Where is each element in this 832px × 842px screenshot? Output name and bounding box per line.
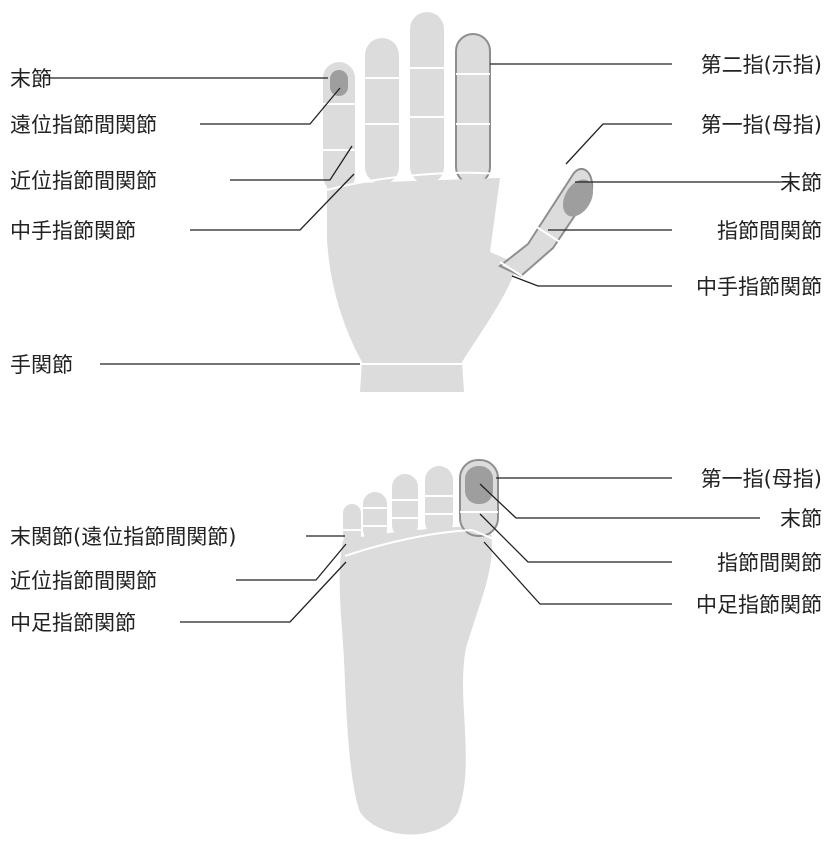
- label-foot-pip: 近位指節間関節: [10, 569, 157, 593]
- leader-line: [230, 145, 353, 181]
- hand-illustration: [323, 12, 594, 392]
- label-foot-first-toe: 第一指(母指): [701, 467, 822, 491]
- hand-thumb-nail: [562, 179, 594, 217]
- hand-leaders: [42, 63, 798, 365]
- hand-thumb-mcp-line: [499, 261, 523, 277]
- leader-line: [565, 123, 672, 165]
- leader-line: [479, 483, 760, 519]
- hand-mcp-line: [326, 171, 501, 191]
- leader-line: [190, 173, 355, 231]
- foot-toe-3: [392, 474, 418, 538]
- hand-ring-finger: [365, 38, 399, 184]
- hand-little-nail: [330, 70, 348, 96]
- leader-line: [483, 541, 672, 605]
- hand-little-finger: [323, 62, 355, 192]
- hand-middle-finger: [410, 12, 444, 184]
- label-foot-distal-phalanx: 末節: [780, 507, 822, 531]
- hand-index-finger: [455, 33, 491, 185]
- leader-line: [236, 543, 347, 581]
- label-hand-pip: 近位指節間関節: [10, 169, 157, 193]
- foot-sole: [339, 526, 492, 835]
- leader-line: [511, 275, 672, 287]
- label-hand-second-finger: 第二指(示指): [701, 53, 822, 77]
- hand-thumb-ip-line: [531, 223, 561, 243]
- label-foot-mtp-right: 中足指節関節: [696, 593, 822, 617]
- foot-toe-2: [425, 466, 453, 536]
- foot-mtp-line: [344, 528, 497, 557]
- label-hand-distal-phalanx: 末節: [10, 67, 52, 91]
- leader-line: [200, 87, 341, 125]
- hand-palm: [327, 178, 518, 392]
- foot-labels: 末関節(遠位指節間関節) 近位指節間関節 中足指節関節 第一指(母指) 末節 指…: [10, 467, 822, 635]
- foot-toe-4: [363, 492, 387, 542]
- foot-big-toe-nail: [465, 466, 493, 504]
- label-foot-ip: 指節間関節: [717, 551, 822, 575]
- label-foot-distal-joint: 末関節(遠位指節間関節): [10, 525, 236, 549]
- label-hand-first-finger: 第一指(母指): [701, 113, 822, 137]
- label-hand-thumb-mcp: 中手指節関節: [696, 275, 822, 299]
- label-hand-dip: 遠位指節間関節: [10, 113, 157, 137]
- label-hand-thumb-distal-phalanx: 末節: [780, 171, 822, 195]
- leader-line: [180, 561, 347, 623]
- hand-labels: 末節 遠位指節間関節 近位指節間関節 中手指節関節 手関節 第二指(示指) 第一…: [10, 53, 822, 377]
- foot-toe-5: [343, 504, 361, 544]
- label-hand-mcp: 中手指節関節: [10, 219, 136, 243]
- label-hand-ip: 指節間関節: [717, 219, 822, 243]
- foot-illustration: [339, 459, 499, 835]
- foot-leaders: [180, 477, 760, 623]
- label-foot-mtp: 中足指節関節: [10, 611, 136, 635]
- label-hand-wrist: 手関節: [10, 353, 73, 377]
- leader-line: [479, 513, 672, 563]
